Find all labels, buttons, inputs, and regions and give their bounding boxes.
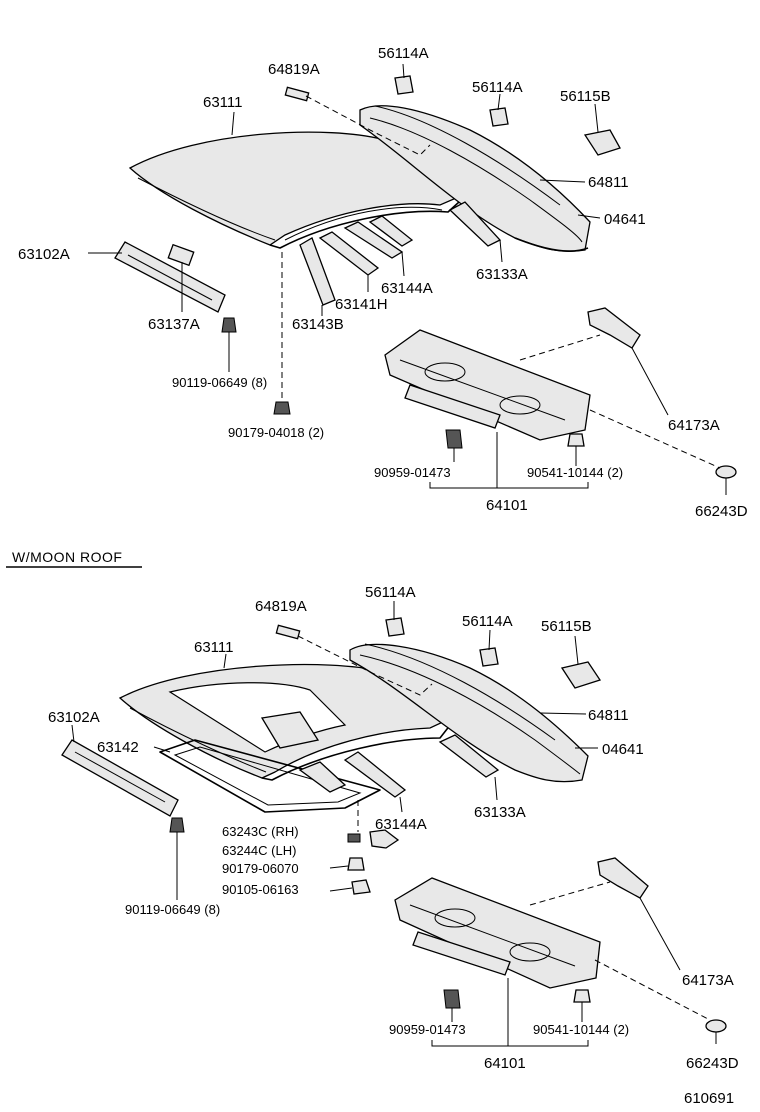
- package-tray-moon-roof: [394, 877, 601, 989]
- roof-panel-moon-roof: [118, 663, 460, 781]
- label-63143B: 63143B: [292, 316, 344, 333]
- label-56115B: 56115B: [560, 88, 611, 105]
- nut-90541-moon-roof: [573, 989, 591, 1003]
- bracket-64173A-moon-roof: [597, 857, 649, 899]
- clip-56114A-a: [394, 75, 414, 95]
- label-90959-01473-moon-roof: 90959-01473: [389, 1022, 466, 1037]
- label-90179-06070: 90179-06070: [222, 861, 299, 876]
- label-56114A-b-moon-roof: 56114A: [462, 613, 513, 630]
- label-66243D-moon-roof: 66243D: [686, 1055, 739, 1072]
- rear-window-seal: [359, 105, 591, 252]
- nut-90541: [567, 433, 585, 447]
- diagram-number: 610691: [684, 1090, 734, 1107]
- screw-90119: [221, 317, 237, 333]
- front-header-panel: [114, 241, 226, 313]
- label-66243D: 66243D: [695, 503, 748, 520]
- bracket-64173A: [587, 307, 641, 349]
- label-64173A-moon-roof: 64173A: [682, 972, 734, 989]
- label-90541-10144-moon-roof: 90541-10144 (2): [533, 1022, 629, 1037]
- label-63243C: 63243C (RH): [222, 824, 299, 839]
- nut-90179-06070: [347, 857, 365, 871]
- screw-90105-06163: [351, 879, 371, 895]
- label-64819A: 64819A: [268, 61, 320, 78]
- clip-56114A-b: [489, 107, 509, 127]
- label-64819A-moon-roof: 64819A: [255, 598, 307, 615]
- label-63144A-moon-roof: 63144A: [375, 816, 427, 833]
- label-64173A: 64173A: [668, 417, 720, 434]
- front-header-panel-moon-roof: [61, 739, 179, 817]
- label-63133A-moon-roof: 63133A: [474, 804, 526, 821]
- label-90119-06649-moon-roof: 90119-06649 (8): [125, 902, 220, 917]
- label-04641-moon-roof: 04641: [602, 741, 644, 758]
- label-90959-01473: 90959-01473: [374, 465, 451, 480]
- label-63144A: 63144A: [381, 280, 433, 297]
- label-56114A-a: 56114A: [378, 45, 429, 62]
- roof-bows: [299, 201, 502, 306]
- clip-63244C: [347, 833, 361, 843]
- clip-56114A-b-moon-roof: [479, 647, 499, 667]
- clip-56115B: [583, 129, 621, 156]
- top-assembly: 64819A 56114A 56114A 56115B 63111 64811 …: [18, 45, 748, 520]
- label-63102A: 63102A: [18, 246, 70, 263]
- clip-56115B-moon-roof: [560, 661, 602, 689]
- clip-56114A-a-moon-roof: [385, 617, 405, 637]
- section-title-moon-roof: W/MOON ROOF: [12, 549, 123, 565]
- label-90179-04018: 90179-04018 (2): [228, 425, 324, 440]
- label-56115B-moon-roof: 56115B: [541, 618, 592, 635]
- label-64811-moon-roof: 64811: [588, 707, 629, 724]
- bottom-assembly-moon-roof: 64819A 56114A 56114A 56115B 63111 64811 …: [48, 584, 739, 1072]
- label-63137A: 63137A: [148, 316, 200, 333]
- label-56114A-a-moon-roof: 56114A: [365, 584, 416, 601]
- roof-bow-63144A: [343, 751, 407, 798]
- label-90541-10144: 90541-10144 (2): [527, 465, 623, 480]
- clip-90959: [445, 429, 463, 449]
- clip-64819A: [284, 86, 310, 102]
- plug-66243D-moon-roof: [705, 1019, 727, 1033]
- label-56114A-b: 56114A: [472, 79, 523, 96]
- label-63244C: 63244C (LH): [222, 843, 296, 858]
- label-63142: 63142: [97, 739, 139, 756]
- screw-90119-moon-roof: [169, 817, 185, 833]
- label-63141H: 63141H: [335, 296, 388, 313]
- label-63133A: 63133A: [476, 266, 528, 283]
- label-63111: 63111: [203, 94, 243, 111]
- label-64101-moon-roof: 64101: [484, 1055, 526, 1072]
- roof-bow-63133A: [438, 734, 500, 778]
- label-63111-moon-roof: 63111: [194, 639, 234, 656]
- label-90105-06163: 90105-06163: [222, 882, 299, 897]
- moon-roof-frame: [159, 739, 381, 813]
- clip-64819A-moon-roof: [275, 624, 301, 640]
- label-64811: 64811: [588, 174, 629, 191]
- nut-90179: [273, 401, 291, 415]
- rear-window-seal-moon-roof: [349, 643, 589, 783]
- label-90119-06649: 90119-06649 (8): [172, 375, 267, 390]
- clip-90959-moon-roof: [443, 989, 461, 1009]
- bracket-63243C: [369, 829, 400, 849]
- label-63102A-moon-roof: 63102A: [48, 709, 100, 726]
- roof-bow-center: [298, 761, 347, 793]
- label-64101: 64101: [486, 497, 528, 514]
- label-04641: 04641: [604, 211, 646, 228]
- package-tray: [384, 329, 591, 441]
